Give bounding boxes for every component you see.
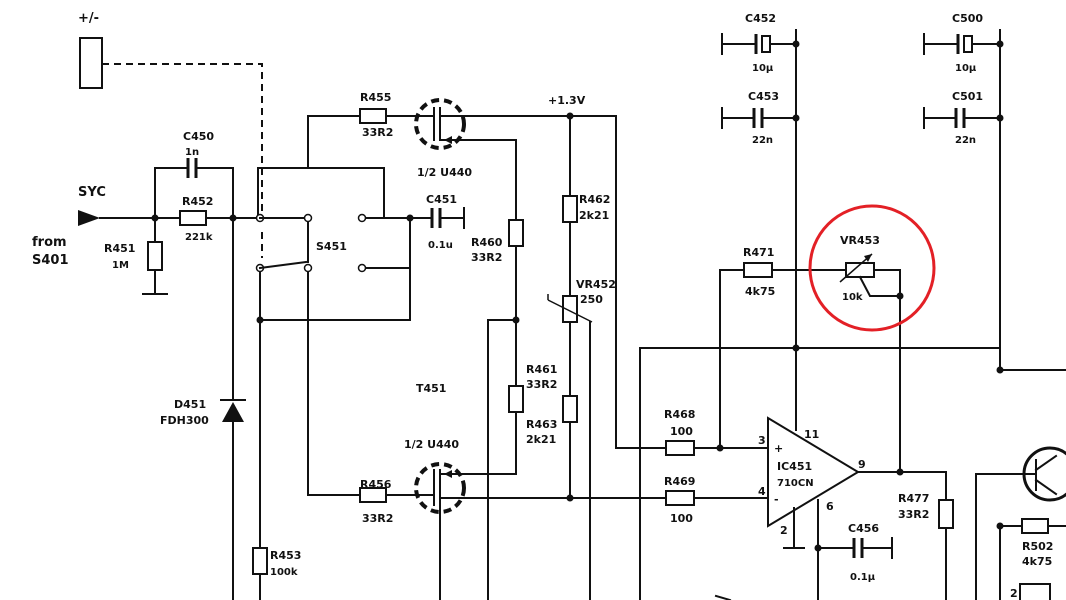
c453-capacitor xyxy=(721,107,800,129)
output-transistor xyxy=(975,446,1066,600)
label-pm: +/- xyxy=(78,11,99,26)
switch-actuator xyxy=(79,37,263,258)
label-pin2: 2 xyxy=(780,524,788,537)
label-ic451: IC451 xyxy=(777,460,812,473)
label-r453-val: 100k xyxy=(270,567,298,578)
label-s451: S451 xyxy=(316,240,347,253)
label-c451: C451 xyxy=(426,193,457,206)
r460-resistor xyxy=(508,219,524,247)
label-vr452-val: 250 xyxy=(580,293,603,306)
vr453-highlight-circle xyxy=(808,204,936,332)
label-s401: S401 xyxy=(32,253,69,268)
label-d451: D451 xyxy=(174,398,206,411)
u440-bottom-fet xyxy=(411,462,571,600)
lower-right-box xyxy=(1019,583,1051,600)
label-pin6: 6 xyxy=(826,500,834,513)
label-from: from xyxy=(32,235,67,250)
label-r469-val: 100 xyxy=(670,512,693,525)
label-c450: C450 xyxy=(183,130,214,143)
r468-resistor xyxy=(665,440,761,456)
label-r460-val: 33R2 xyxy=(471,251,502,264)
r453-resistor xyxy=(252,547,268,575)
label-syc: SYC xyxy=(78,185,106,200)
label-plus: + xyxy=(774,442,783,455)
label-c452: C452 xyxy=(745,12,776,25)
label-c450-val: 1n xyxy=(185,147,199,158)
label-r461-val: 33R2 xyxy=(526,378,557,391)
label-r462: R462 xyxy=(579,193,610,206)
label-c501: C501 xyxy=(952,90,983,103)
label-ic451-val: 710CN xyxy=(777,478,814,489)
c450-capacitor xyxy=(154,158,234,219)
r452-resistor xyxy=(179,210,207,226)
label-r452: R452 xyxy=(182,195,213,208)
r477-resistor xyxy=(938,499,954,529)
label-pin3: 3 xyxy=(758,434,766,447)
label-r502-val: 4k75 xyxy=(1022,555,1052,568)
label-r460: R460 xyxy=(471,236,503,249)
label-c500: C500 xyxy=(952,12,983,25)
label-c456-val: 0.1μ xyxy=(850,572,876,583)
label-vr453-val: 10k xyxy=(842,292,863,303)
c456-capacitor xyxy=(814,537,893,559)
r471-resistor xyxy=(719,262,847,449)
d451-diode xyxy=(220,217,246,600)
r461-resistor xyxy=(508,385,524,413)
label-r468: R468 xyxy=(664,408,695,421)
label-r477: R477 xyxy=(898,492,929,505)
label-r463: R463 xyxy=(526,418,557,431)
label-minus: - xyxy=(774,493,779,506)
label-r456-val: 33R2 xyxy=(362,512,393,525)
label-r451-val: 1M xyxy=(112,260,129,271)
label-pin2b: 2 xyxy=(1010,587,1018,600)
r502-resistor xyxy=(1021,518,1049,534)
label-r453: R453 xyxy=(270,549,301,562)
label-c456: C456 xyxy=(848,522,879,535)
r455-resistor xyxy=(307,108,413,169)
c451-capacitor xyxy=(365,207,465,229)
label-r451: R451 xyxy=(104,242,135,255)
label-r471-val: 4k75 xyxy=(745,285,775,298)
label-pin11: 11 xyxy=(804,428,819,441)
label-c453: C453 xyxy=(748,90,779,103)
label-v13: +1.3V xyxy=(548,94,586,107)
label-r477-val: 33R2 xyxy=(898,508,929,521)
label-c452-val: 10μ xyxy=(752,63,774,74)
label-vr452: VR452 xyxy=(576,278,616,291)
label-r452-val: 221k xyxy=(185,232,213,243)
r469-resistor xyxy=(569,490,761,506)
label-c500-val: 10μ xyxy=(955,63,977,74)
c500-capacitor xyxy=(923,33,1004,55)
label-u440-bot: 1/2 U440 xyxy=(404,438,459,451)
r451-resistor xyxy=(142,217,168,295)
label-r502: R502 xyxy=(1022,540,1053,553)
label-c451-val: 0.1u xyxy=(428,240,453,251)
label-r455: R455 xyxy=(360,91,391,104)
label-c501-val: 22n xyxy=(955,135,976,146)
label-pin4: 4 xyxy=(758,485,766,498)
c501-capacitor xyxy=(923,107,1004,129)
c452-capacitor xyxy=(721,33,800,55)
label-r461: R461 xyxy=(526,363,557,376)
r463-resistor xyxy=(562,395,578,423)
u440-top-fet xyxy=(411,98,517,150)
label-r455-val: 33R2 xyxy=(362,126,393,139)
label-vr453: VR453 xyxy=(840,234,880,247)
r462-resistor xyxy=(562,195,578,223)
label-r456: R456 xyxy=(360,478,392,491)
label-r471: R471 xyxy=(743,246,774,259)
label-r469: R469 xyxy=(664,475,695,488)
r456-resistor xyxy=(307,487,413,503)
label-t451: T451 xyxy=(416,382,446,395)
label-pin9: 9 xyxy=(858,458,866,471)
s451-switch xyxy=(232,167,411,600)
label-u440-top: 1/2 U440 xyxy=(417,166,472,179)
label-r463-val: 2k21 xyxy=(526,433,556,446)
label-r462-val: 2k21 xyxy=(579,209,609,222)
label-c453-val: 22n xyxy=(752,135,773,146)
label-d451-val: FDH300 xyxy=(160,414,209,427)
label-r468-val: 100 xyxy=(670,425,693,438)
